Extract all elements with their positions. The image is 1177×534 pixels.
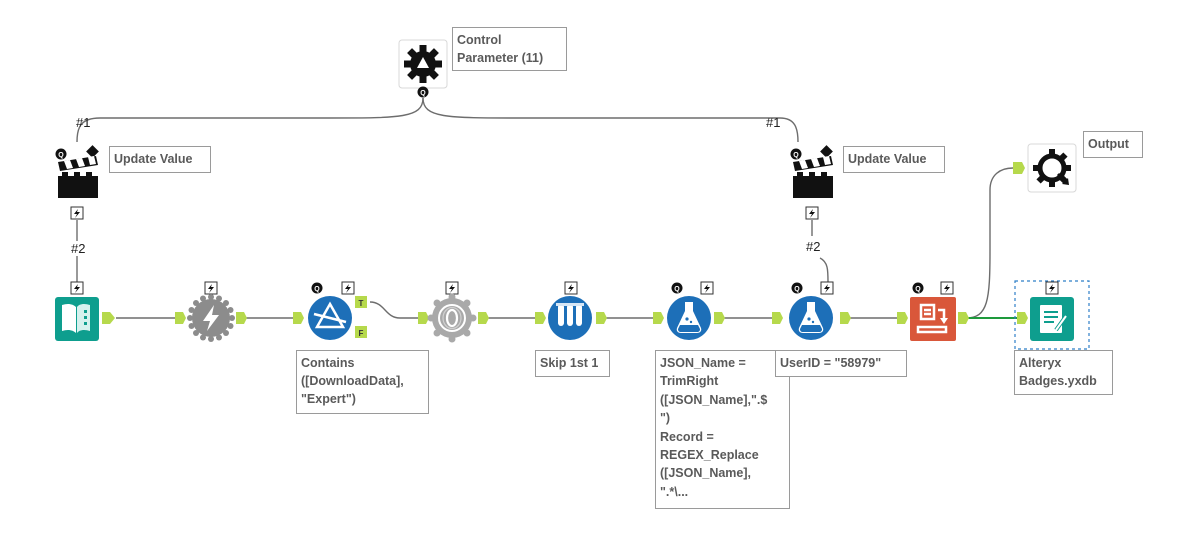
formula2-annotation: UserID = "58979": [775, 350, 907, 377]
sample-annotation: Skip 1st 1: [535, 350, 610, 377]
connection-union-output[interactable]: [965, 167, 1014, 319]
diamond-anchor-icon[interactable]: [820, 145, 833, 158]
clapperboard-icon: [793, 156, 833, 198]
connections: [76, 97, 1014, 319]
clapperboard-icon: [58, 156, 98, 198]
lightning-icon: [187, 294, 235, 342]
control-output-tool[interactable]: [1013, 143, 1077, 193]
input-data-tool[interactable]: [55, 281, 115, 341]
browse-annotation: Alteryx Badges.yxdb: [1014, 350, 1113, 395]
input-anchor[interactable]: [1013, 162, 1025, 174]
lightning-anchor-icon[interactable]: [341, 281, 355, 295]
lightning-anchor-icon[interactable]: [820, 281, 834, 295]
formula-tool-2[interactable]: Q: [772, 281, 851, 340]
output-anchor[interactable]: [958, 312, 969, 324]
control-parameter-annotation: Control Parameter (11): [452, 27, 567, 71]
json-parse-icon: [427, 293, 477, 343]
json-parse-tool[interactable]: [418, 281, 489, 343]
connection-control-left[interactable]: [76, 97, 424, 143]
input-anchor[interactable]: [418, 312, 429, 324]
control-parameter-tool[interactable]: Q: [398, 39, 448, 98]
book-icon: [62, 303, 90, 333]
connection-right-action-formula2[interactable]: [811, 220, 829, 283]
connection-label-left-2: #2: [69, 241, 88, 256]
svg-text:Q: Q: [915, 286, 921, 293]
true-anchor[interactable]: [355, 296, 367, 308]
false-anchor[interactable]: [355, 326, 367, 338]
sample-tool[interactable]: [535, 281, 607, 340]
lightning-anchor-icon[interactable]: [70, 206, 84, 220]
output-anchor[interactable]: [596, 312, 607, 324]
filter-tool[interactable]: Q T F: [293, 281, 367, 340]
svg-text:Q: Q: [314, 286, 320, 293]
lightning-anchor-icon[interactable]: [70, 281, 84, 295]
question-anchor-icon[interactable]: [311, 282, 323, 294]
output-anchor[interactable]: [840, 312, 851, 324]
lightning-anchor-icon[interactable]: [700, 281, 714, 295]
input-anchor[interactable]: [897, 312, 908, 324]
test-tubes-icon: [556, 303, 584, 326]
output-anchor[interactable]: [478, 312, 489, 324]
lightning-anchor-icon[interactable]: [445, 281, 459, 295]
svg-text:Q: Q: [794, 286, 800, 293]
formula-tool-1[interactable]: Q: [653, 281, 725, 340]
gear-icon: [404, 45, 442, 83]
output-anchor[interactable]: [102, 312, 115, 324]
filter-annotation: Contains ([DownloadData], "Expert"): [296, 350, 429, 414]
diamond-anchor-icon[interactable]: [86, 145, 99, 158]
lightning-anchor-icon[interactable]: [564, 281, 578, 295]
svg-text:Q: Q: [58, 152, 64, 159]
question-anchor-icon[interactable]: [417, 86, 429, 98]
connection-label-right-2: #2: [804, 239, 823, 254]
output-anchor[interactable]: [714, 312, 725, 324]
connection-control-right[interactable]: [422, 97, 799, 143]
union-tool[interactable]: Q: [897, 281, 969, 341]
false-anchor-label: F: [359, 329, 364, 338]
input-anchor[interactable]: [653, 312, 664, 324]
lightning-anchor-icon[interactable]: [940, 281, 954, 295]
download-tool[interactable]: [175, 281, 247, 342]
refresh-gear-icon: [1033, 149, 1071, 187]
lightning-anchor-icon[interactable]: [204, 281, 218, 295]
question-anchor-icon[interactable]: [912, 282, 924, 294]
input-anchor[interactable]: [175, 312, 186, 324]
question-anchor-icon[interactable]: [671, 282, 683, 294]
lightning-anchor-icon[interactable]: [1045, 281, 1059, 295]
svg-text:Q: Q: [674, 286, 680, 293]
connection-filter-json[interactable]: [369, 301, 418, 319]
svg-text:Q: Q: [420, 90, 426, 97]
connection-label-right-1: #1: [766, 115, 781, 130]
input-anchor[interactable]: [535, 312, 546, 324]
input-anchor[interactable]: [1017, 312, 1028, 324]
browse-tool[interactable]: [1014, 280, 1090, 350]
true-anchor-label: T: [359, 299, 364, 308]
question-anchor-icon[interactable]: [55, 148, 67, 160]
input-anchor[interactable]: [293, 312, 304, 324]
connection-label-left-1: #1: [76, 115, 91, 130]
browse-icon: [1040, 305, 1068, 333]
selection-box: [1014, 280, 1090, 350]
action-tool-left[interactable]: Q: [55, 145, 99, 220]
question-anchor-icon[interactable]: [791, 282, 803, 294]
output-anchor[interactable]: [236, 312, 247, 324]
input-anchor[interactable]: [772, 312, 783, 324]
triangle-filter-icon: [313, 301, 347, 329]
update-value-annotation-right: Update Value: [843, 146, 945, 173]
action-tool-right[interactable]: Q: [790, 145, 834, 220]
lightning-anchor-icon[interactable]: [805, 206, 819, 220]
flask-icon: [798, 302, 824, 333]
formula1-annotation: JSON_Name = TrimRight ([JSON_Name],".$ "…: [655, 350, 790, 509]
flask-icon: [676, 302, 702, 333]
question-anchor-icon[interactable]: [790, 148, 802, 160]
output-annotation: Output: [1083, 131, 1143, 158]
svg-text:Q: Q: [793, 152, 799, 159]
union-icon: [916, 303, 948, 334]
update-value-annotation-left: Update Value: [109, 146, 211, 173]
